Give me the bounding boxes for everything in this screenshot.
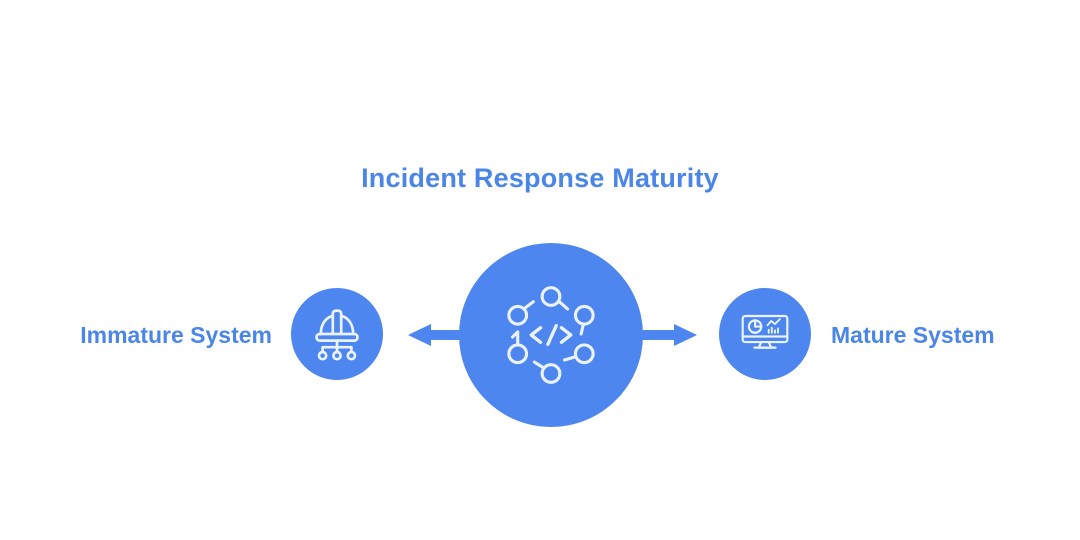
code-cycle-icon: [507, 286, 595, 384]
mature-system-node: [719, 288, 811, 380]
immature-system-node: [291, 288, 383, 380]
center-node: [459, 243, 643, 427]
dashboard-monitor-icon: [741, 314, 789, 349]
hard-hat-org-chart-icon: [315, 309, 359, 361]
mature-system-label: Mature System: [831, 322, 995, 348]
arrow-left-icon: [408, 324, 466, 346]
arrow-right-icon: [639, 324, 697, 346]
immature-system-label: Immature System: [80, 322, 272, 348]
diagram-title: Incident Response Maturity: [361, 163, 719, 193]
